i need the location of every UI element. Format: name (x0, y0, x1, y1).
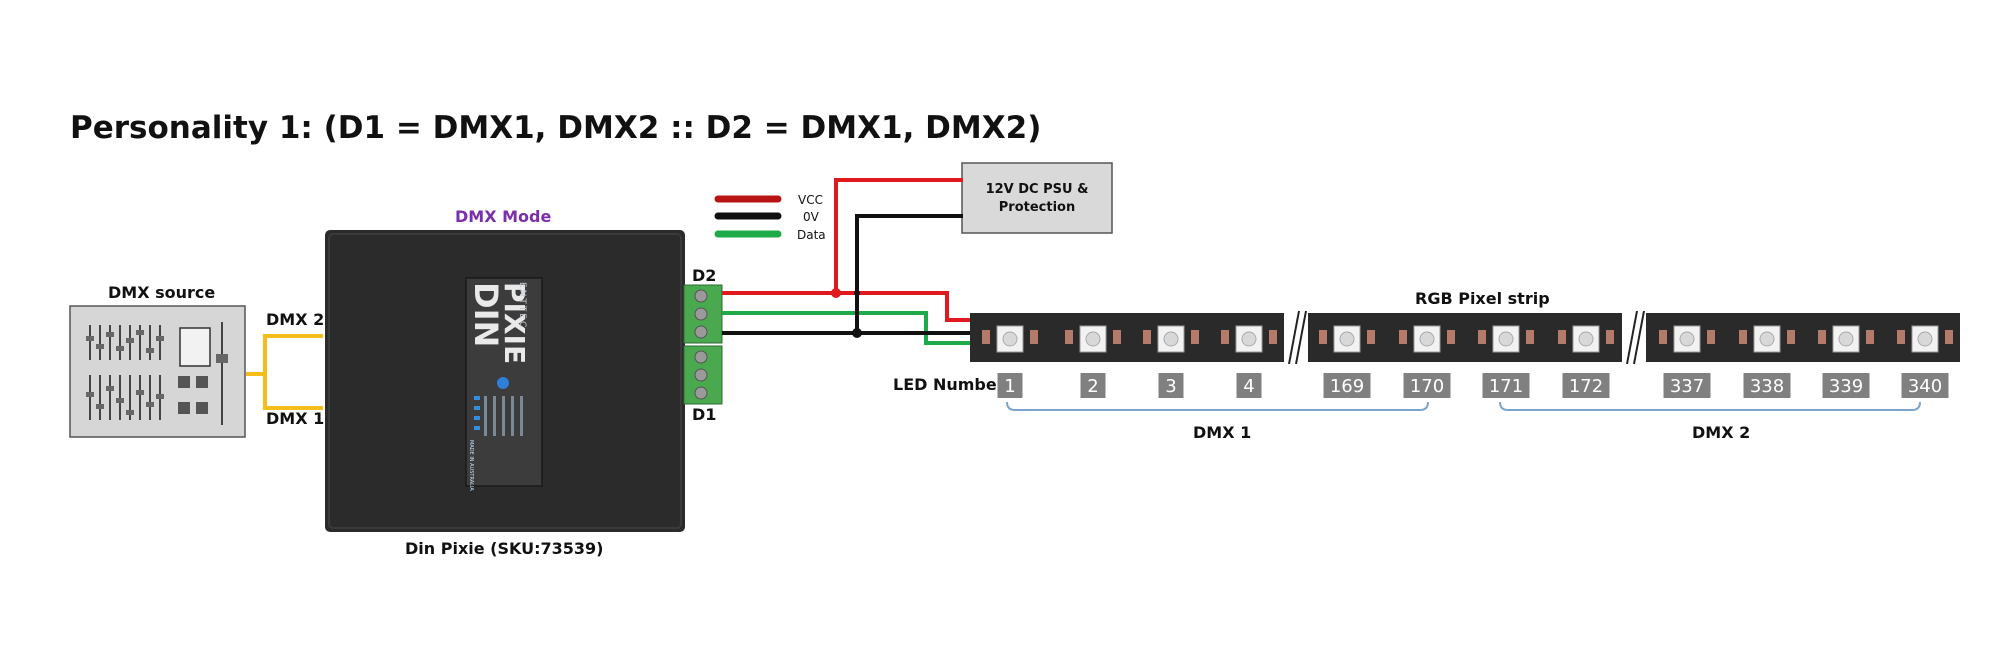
resistor-pad (1113, 330, 1121, 344)
group-dmx1-label: DMX 1 (1193, 423, 1251, 442)
resistor-pad (1739, 330, 1747, 344)
resistor-pad (1478, 330, 1486, 344)
terminal-block-d2 (683, 284, 723, 344)
indicator-labels (474, 396, 523, 436)
product-name-line2: PIXIE (498, 282, 531, 364)
led-lens (1163, 331, 1179, 347)
port-d2-label: D2 (692, 266, 716, 285)
psu-label-line1: 12V DC PSU & (986, 182, 1089, 197)
resistor-pad (1367, 330, 1375, 344)
psu-box (961, 162, 1113, 234)
dmx1-cable-label: DMX 1 (266, 409, 324, 428)
led-lens (1578, 331, 1594, 347)
group-dmx2-label: DMX 2 (1692, 423, 1750, 442)
dmx-console-icon (69, 305, 246, 438)
brand-label: ENTTEC (517, 282, 527, 329)
led-lens (1002, 331, 1018, 347)
resistor-pad (1897, 330, 1905, 344)
led-number-box (1822, 373, 1870, 398)
resistor-pad (1659, 330, 1667, 344)
resistor-pad (1143, 330, 1151, 344)
resistor-pad (1065, 330, 1073, 344)
diagram-title: Personality 1: (D1 = DMX1, DMX2 :: D2 = … (70, 110, 1041, 146)
led-number: 4 (1243, 376, 1254, 397)
status-led-icon (497, 377, 509, 389)
dmx-cable (246, 334, 323, 410)
led-lens (1759, 331, 1775, 347)
led-number: 340 (1908, 376, 1942, 397)
resistor-pad (1191, 330, 1199, 344)
led-number: 3 (1165, 376, 1176, 397)
led-number-box (1562, 373, 1610, 398)
resistor-pad (1707, 330, 1715, 344)
resistor-pad (1787, 330, 1795, 344)
led-lens (1339, 331, 1355, 347)
dmx-source-label: DMX source (108, 283, 215, 302)
legend-vcc-label: VCC (798, 193, 823, 207)
led-number: 172 (1569, 376, 1603, 397)
dmx-mode-label: DMX Mode (455, 207, 551, 226)
device-name-label: Din Pixie (SKU:73539) (405, 539, 603, 558)
led-number-box (1743, 373, 1791, 398)
led-number: 169 (1330, 376, 1364, 397)
led-number-box (997, 373, 1023, 398)
resistor-pad (1526, 330, 1534, 344)
led-number-box (1158, 373, 1184, 398)
wire-legend (714, 195, 782, 238)
resistor-pad (1399, 330, 1407, 344)
led-number-box (1323, 373, 1371, 398)
resistor-pad (1269, 330, 1277, 344)
led-lens (1917, 331, 1933, 347)
led-number-box (1482, 373, 1530, 398)
led-lens (1241, 331, 1257, 347)
group-brackets (1006, 401, 1921, 411)
psu-label-line2: Protection (999, 200, 1075, 215)
led-number: 338 (1750, 376, 1784, 397)
resistor-pad (982, 330, 990, 344)
led-number-box (1663, 373, 1711, 398)
led-number: 339 (1829, 376, 1863, 397)
led-lens (1085, 331, 1101, 347)
dmx2-cable-label: DMX 2 (266, 310, 324, 329)
led-number: 337 (1670, 376, 1704, 397)
resistor-pad (1447, 330, 1455, 344)
led-number-box (1080, 373, 1106, 398)
led-lens (1838, 331, 1854, 347)
led-number: 1 (1004, 376, 1015, 397)
resistor-pad (1945, 330, 1953, 344)
led-lens (1498, 331, 1514, 347)
led-number: 2 (1087, 376, 1098, 397)
resistor-pad (1606, 330, 1614, 344)
led-number: 171 (1489, 376, 1523, 397)
legend-0v-label: 0V (803, 210, 820, 224)
led-number-box (1236, 373, 1262, 398)
resistor-pad (1319, 330, 1327, 344)
legend-data-label: Data (797, 228, 826, 242)
resistor-pad (1866, 330, 1874, 344)
led-number: 170 (1410, 376, 1444, 397)
made-in-label: MADE IN AUSTRALIA (468, 440, 474, 491)
resistor-pad (1558, 330, 1566, 344)
led-lens (1419, 331, 1435, 347)
led-number-box (1901, 373, 1949, 398)
port-d1-label: D1 (692, 405, 716, 424)
terminal-block-d1 (683, 345, 723, 405)
led-numbers: 1 2 3 4 169 170 171 172 337 338 339 340 (997, 373, 1949, 398)
led-number-box (1403, 373, 1451, 398)
strip-label: RGB Pixel strip (1415, 289, 1550, 308)
wiring (722, 178, 975, 345)
led-number-label: LED Number (893, 375, 1005, 394)
resistor-pad (1030, 330, 1038, 344)
resistor-pad (1818, 330, 1826, 344)
pixel-strip (970, 310, 1960, 365)
resistor-pad (1221, 330, 1229, 344)
product-name-line1: DIN (467, 282, 505, 347)
led-lens (1679, 331, 1695, 347)
